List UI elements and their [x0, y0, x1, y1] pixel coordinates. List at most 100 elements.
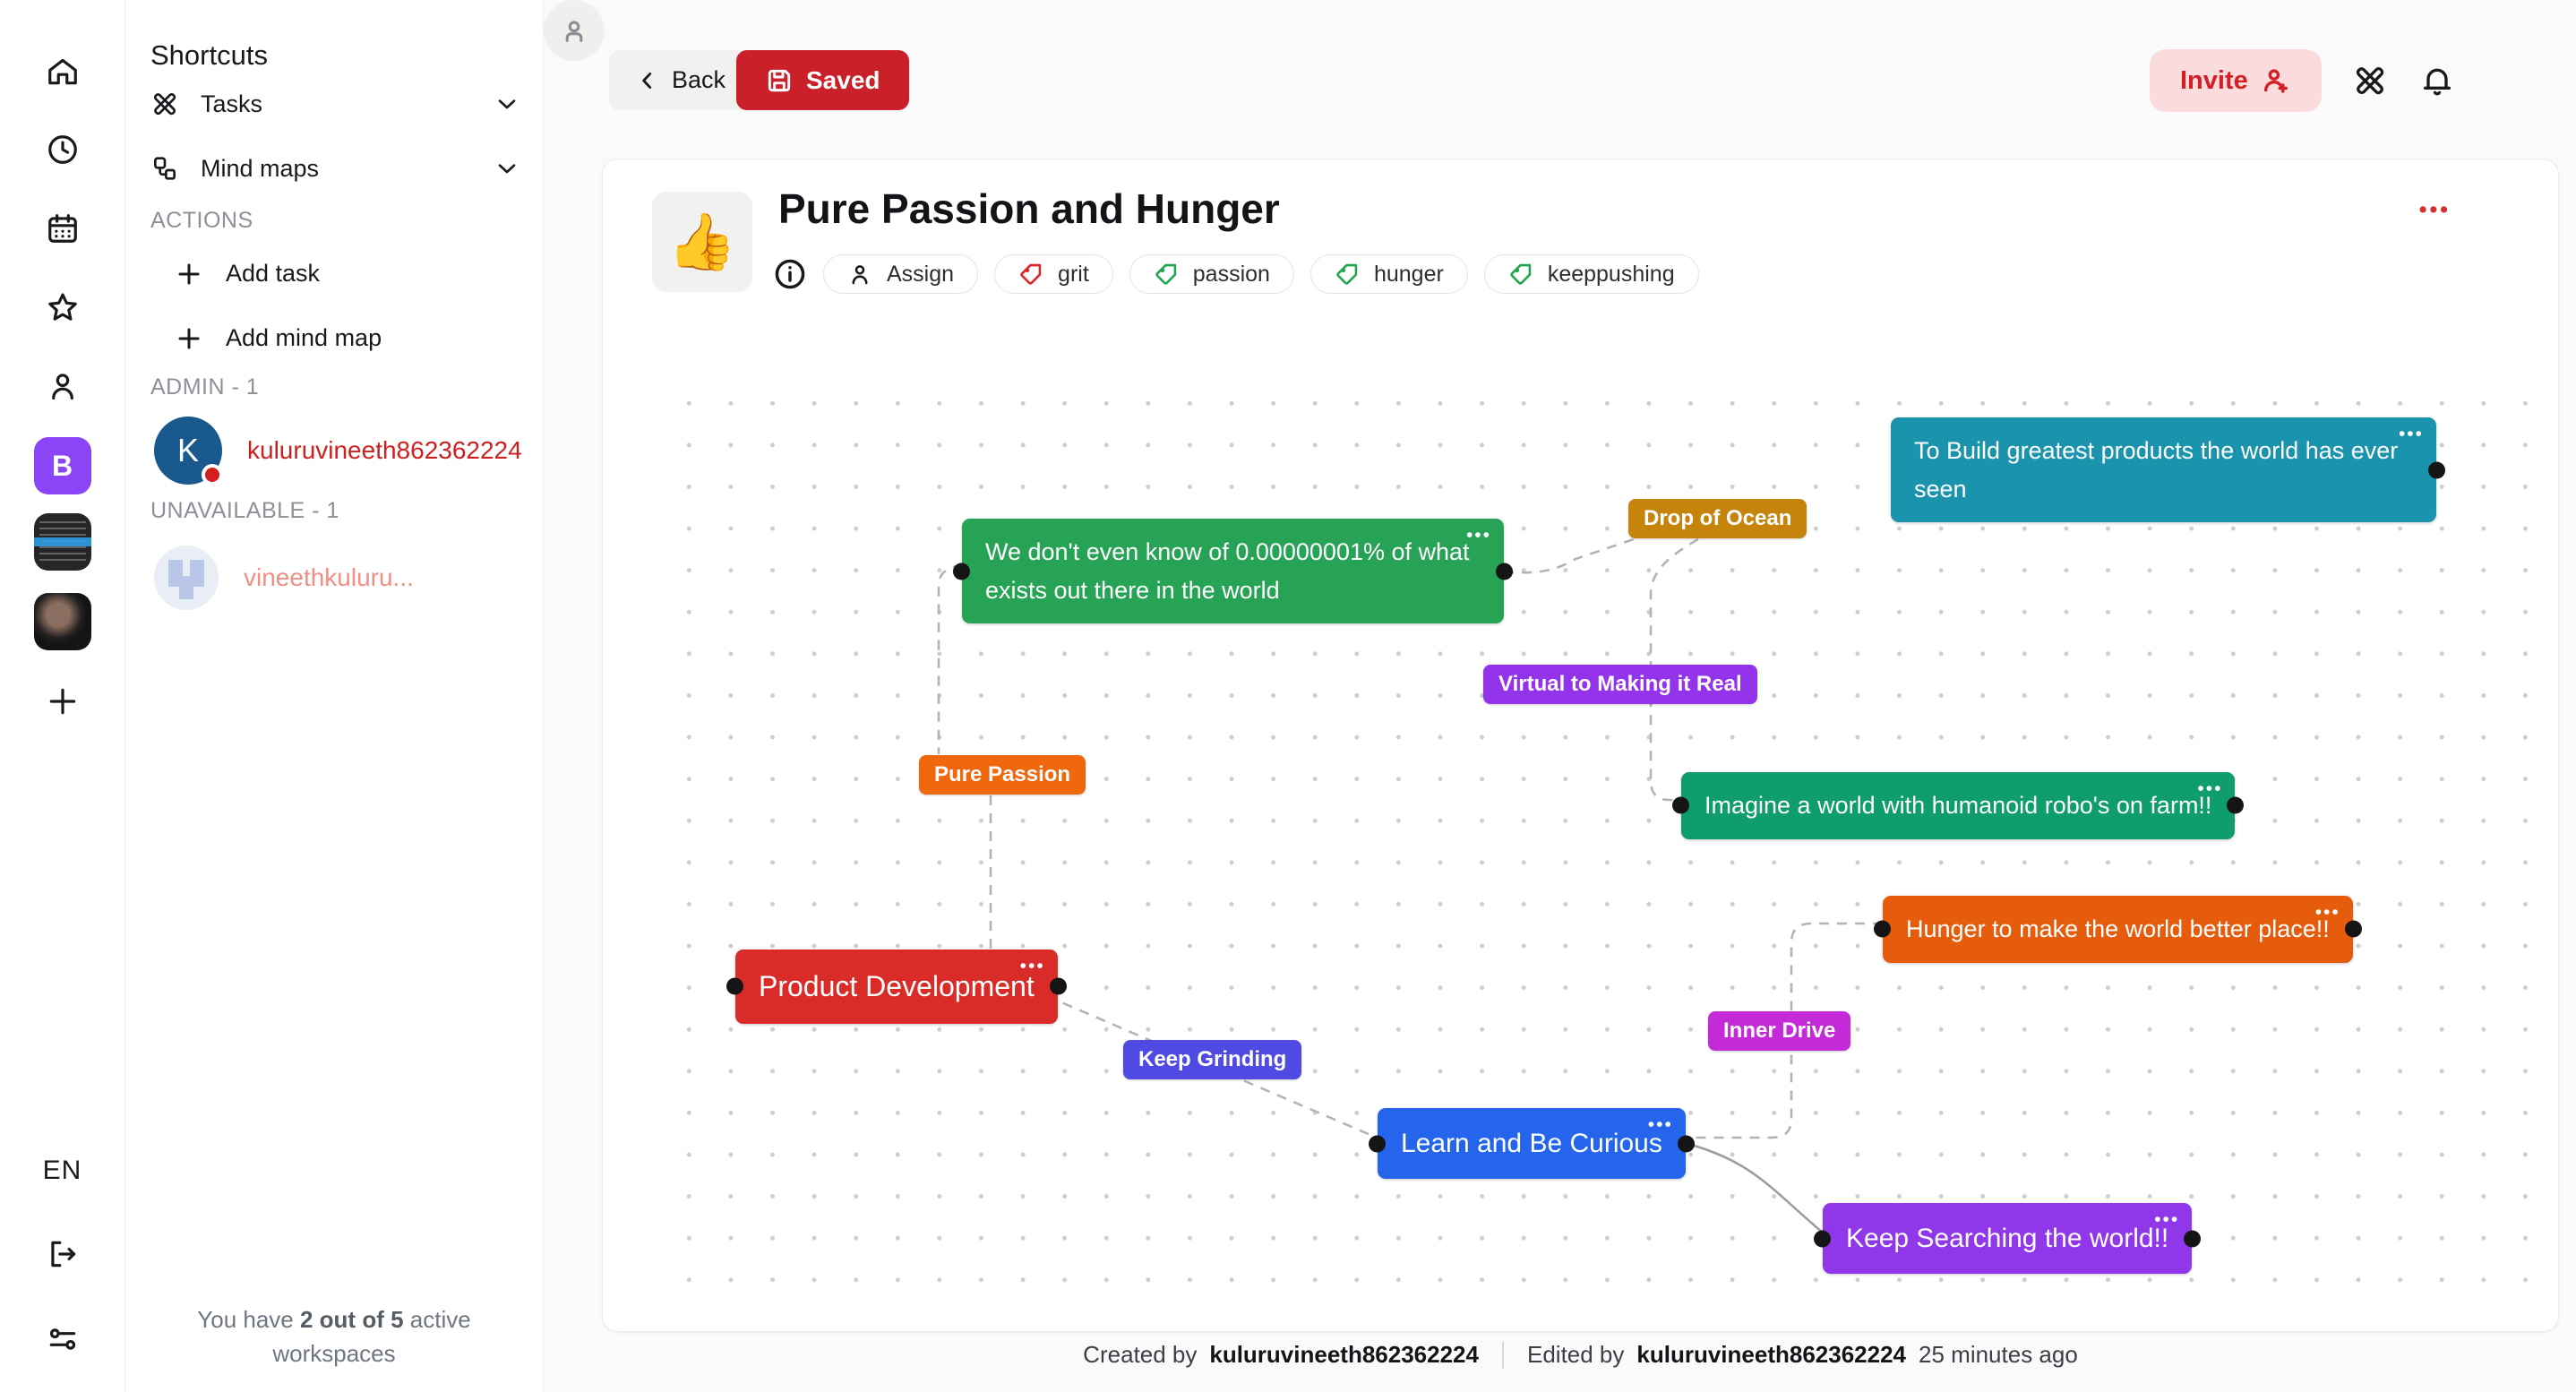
created-by-name: kuluruvineeth862362224 — [1209, 1341, 1479, 1368]
edited-by-label: Edited by — [1526, 1341, 1625, 1368]
settings-sliders-icon[interactable] — [33, 1310, 92, 1369]
board-menu-icon[interactable]: ••• — [2418, 197, 2451, 222]
node-menu-icon[interactable]: ••• — [2197, 778, 2223, 799]
language-switch[interactable]: EN — [42, 1156, 82, 1185]
calendar-icon[interactable] — [33, 199, 92, 258]
mindmap-node-product-development[interactable]: Product Development••• — [726, 949, 1067, 1024]
connection-dot-right[interactable] — [2428, 461, 2445, 479]
mindmap-node-we-dont-even-know[interactable]: We don't even know of 0.00000001% of wha… — [953, 519, 1513, 624]
workspace-avatar-wordcloud[interactable] — [33, 512, 92, 571]
connection-dot-left[interactable] — [1369, 1135, 1386, 1153]
saved-button[interactable]: Saved — [736, 50, 909, 110]
invite-label: Invite — [2180, 65, 2248, 95]
mindmap-node-drop-of-ocean[interactable]: Drop of Ocean — [1628, 499, 1807, 538]
connection-dot-right[interactable] — [2344, 920, 2362, 938]
workspace-initial: B — [33, 437, 91, 494]
node-text: Virtual to Making it Real — [1498, 672, 1742, 696]
edge-green-to-purepassion — [937, 562, 963, 754]
node-text: Keep Searching the world!! — [1846, 1224, 2169, 1253]
node-text: Product Development — [759, 970, 1035, 1002]
board-tags: Assign grit passion hunger keeppushing — [773, 254, 1699, 294]
back-button[interactable]: Back — [609, 50, 753, 110]
tag-label: grit — [1058, 261, 1089, 287]
chevron-down-icon — [498, 164, 516, 174]
node-menu-icon[interactable]: ••• — [1465, 525, 1491, 546]
workspace-avatar-photo[interactable] — [33, 592, 92, 651]
edge-dropofocean-to-imagine — [1649, 537, 1699, 803]
profile-icon[interactable] — [33, 357, 92, 416]
add-task-button[interactable]: Add task — [176, 260, 320, 288]
connection-dot-right[interactable] — [1049, 977, 1067, 995]
member-row-admin[interactable]: K kuluruvineeth862362224 — [154, 412, 543, 489]
connection-dot-right[interactable] — [2184, 1230, 2202, 1248]
connection-dot-right[interactable] — [1496, 563, 1513, 580]
node-menu-icon[interactable]: ••• — [2154, 1209, 2180, 1230]
sidebar-item-mind-maps[interactable]: Mind maps — [150, 142, 521, 195]
member-name: kuluruvineeth862362224 — [247, 436, 522, 464]
connection-dot-right[interactable] — [1677, 1135, 1695, 1153]
save-floppy-icon — [768, 69, 791, 91]
history-icon[interactable] — [33, 120, 92, 179]
logout-icon[interactable] — [33, 1224, 92, 1284]
node-text: To Build greatest products the world has… — [1914, 437, 2399, 503]
tag-passion[interactable]: passion — [1129, 254, 1294, 294]
unavailable-section-heading: UNAVAILABLE - 1 — [150, 498, 339, 523]
connection-dot-left[interactable] — [953, 563, 970, 580]
node-menu-icon[interactable]: ••• — [1647, 1114, 1673, 1135]
node-text: Inner Drive — [1723, 1018, 1836, 1043]
tag-keeppushing[interactable]: keeppushing — [1483, 254, 1699, 294]
add-workspace-icon[interactable] — [33, 672, 92, 731]
node-text: Pure Passion — [934, 762, 1071, 786]
mindmap-node-imagine-humanoid-robos[interactable]: Imagine a world with humanoid robo's on … — [1672, 772, 2245, 839]
person-icon — [852, 265, 868, 285]
action-label: Add task — [226, 260, 321, 287]
connection-dot-left[interactable] — [1672, 796, 1689, 814]
edited-time: 25 minutes ago — [1919, 1341, 2078, 1368]
actions-section-heading: ACTIONS — [150, 208, 253, 233]
avatar: K — [154, 417, 223, 485]
mindmap-node-pure-passion[interactable]: Pure Passion — [919, 755, 1086, 795]
home-icon[interactable] — [33, 42, 92, 101]
mindmap-node-hunger-better-place[interactable]: Hunger to make the world better place!!•… — [1874, 896, 2362, 963]
connection-dot-left[interactable] — [1874, 920, 1891, 938]
info-icon[interactable] — [773, 257, 807, 291]
mindmap-canvas[interactable]: We don't even know of 0.00000001% of wha… — [661, 377, 2536, 1310]
invite-button[interactable]: Invite — [2150, 49, 2322, 112]
add-mind-map-button[interactable]: Add mind map — [176, 324, 382, 352]
sidebar-item-tasks[interactable]: Tasks — [150, 77, 521, 131]
account-avatar-button[interactable] — [544, 0, 605, 61]
mindmap-node-virtual-to-making-it-real[interactable]: Virtual to Making it Real — [1483, 665, 1757, 704]
tag-label: Assign — [887, 261, 955, 287]
member-row-unavailable[interactable]: vineethkuluru... — [154, 539, 543, 616]
plus-icon — [178, 328, 200, 348]
connection-dot-left[interactable] — [726, 977, 743, 995]
mindmap-node-to-build-greatest-products[interactable]: To Build greatest products the world has… — [1891, 417, 2445, 523]
mindmap-node-keep-grinding[interactable]: Keep Grinding — [1123, 1040, 1302, 1079]
mindmap-node-learn-and-be-curious[interactable]: Learn and Be Curious••• — [1369, 1108, 1695, 1180]
workspace-avatar-b[interactable]: B — [33, 436, 92, 495]
tag-grit[interactable]: grit — [994, 254, 1113, 294]
design-tools-icon[interactable] — [2348, 59, 2391, 102]
icon-rail: B EN — [0, 0, 125, 1392]
node-menu-icon[interactable]: ••• — [1019, 956, 1045, 976]
board-footer: Created by kuluruvineeth862362224 Edited… — [602, 1341, 2559, 1369]
favorites-star-icon[interactable] — [33, 278, 92, 337]
node-menu-icon[interactable]: ••• — [2314, 902, 2340, 923]
workspaces-note: You have 2 out of 5 active workspaces — [197, 1306, 471, 1367]
tag-hunger[interactable]: hunger — [1309, 254, 1468, 294]
connection-dot-left[interactable] — [1814, 1230, 1831, 1248]
back-label: Back — [672, 66, 726, 93]
connection-dot-right[interactable] — [2227, 796, 2245, 814]
admin-section-heading: ADMIN - 1 — [150, 374, 260, 400]
tag-assign[interactable]: Assign — [823, 254, 979, 294]
board-emoji-icon[interactable]: 👍 — [652, 192, 752, 292]
mindmap-node-keep-searching-the-world[interactable]: Keep Searching the world!!••• — [1814, 1203, 2202, 1275]
notifications-bell-icon[interactable] — [2416, 59, 2459, 102]
mindmap-node-inner-drive[interactable]: Inner Drive — [1708, 1011, 1851, 1051]
chevron-down-icon — [498, 99, 516, 109]
plus-icon — [178, 263, 200, 284]
created-by-label: Created by — [1083, 1341, 1198, 1368]
tasks-design-icon — [153, 92, 176, 116]
node-menu-icon[interactable]: ••• — [2398, 424, 2424, 444]
